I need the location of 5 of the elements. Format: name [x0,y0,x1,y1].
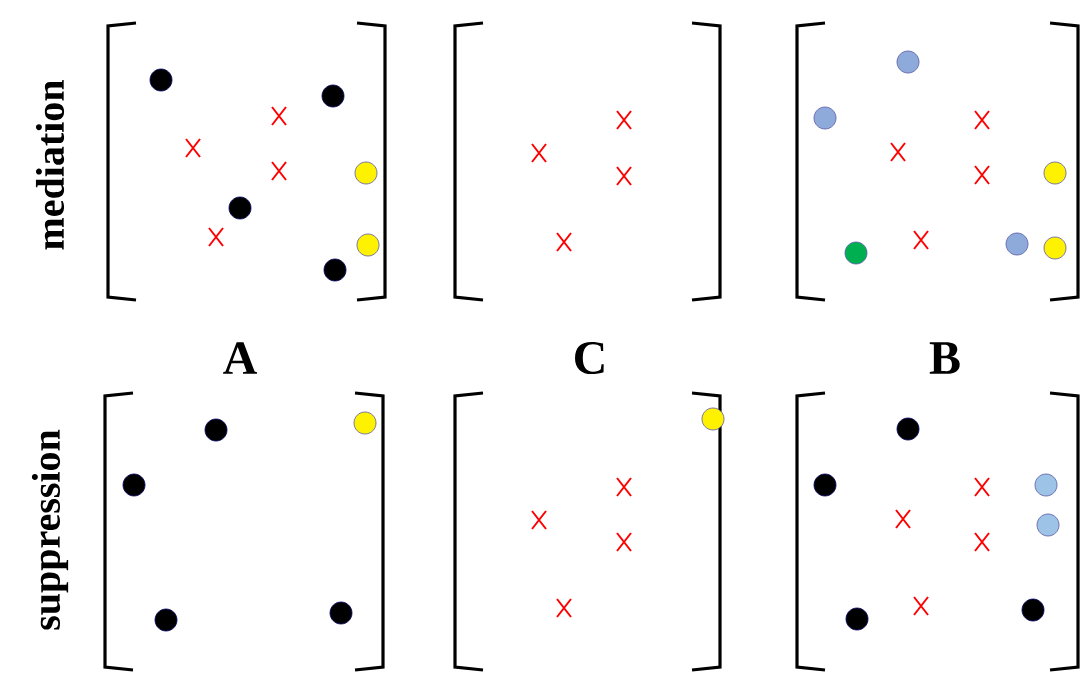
row-label: suppression [31,429,69,630]
row-label: mediation [35,80,65,250]
panel-label: B [929,342,960,374]
panel-label: A [223,342,257,374]
panel-label: C [575,341,604,375]
